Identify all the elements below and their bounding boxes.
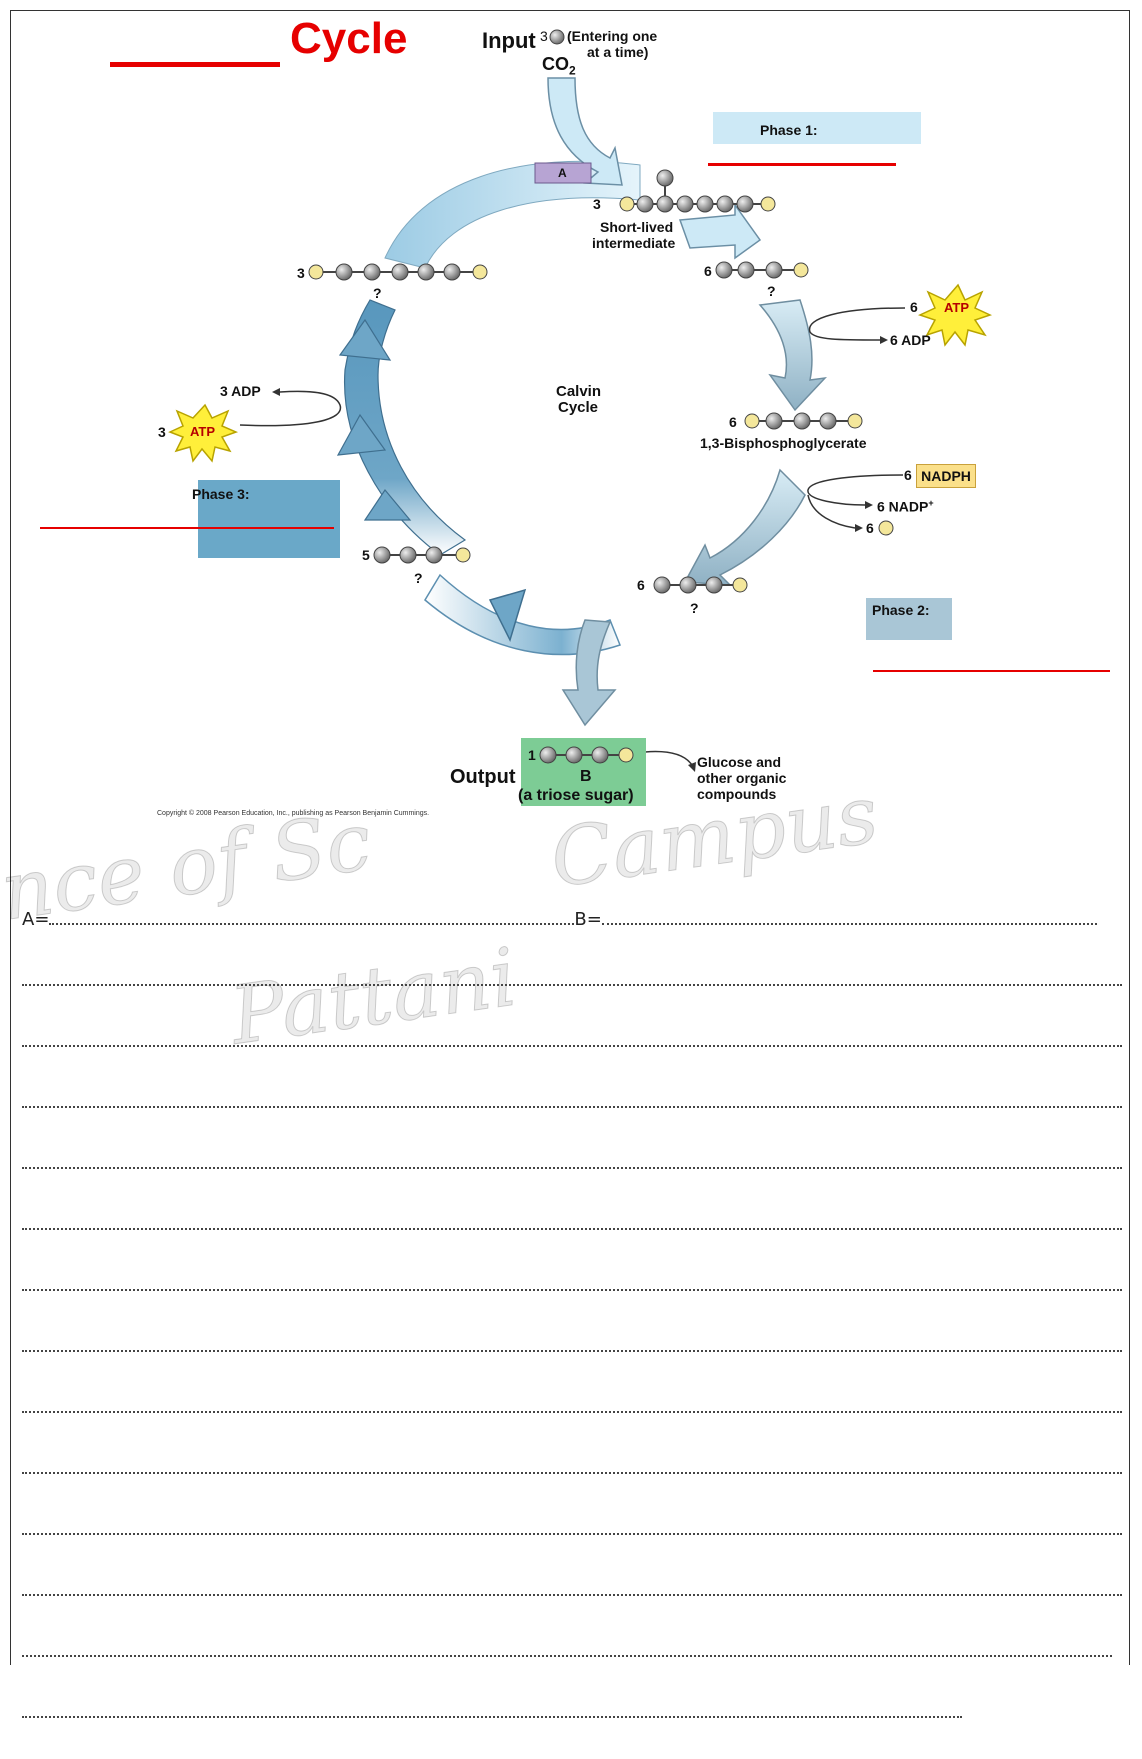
answer-line[interactable]: [22, 1698, 1122, 1759]
answer-line[interactable]: [22, 1271, 1122, 1332]
answer-line[interactable]: [22, 1454, 1122, 1515]
answer-line[interactable]: [22, 966, 1122, 1027]
answer-line[interactable]: [22, 1576, 1122, 1637]
phase3-label: Phase 3:: [192, 486, 250, 502]
nadp-text: 6 NADP: [877, 499, 928, 515]
bisphospho-count: 6: [729, 414, 737, 430]
glucose-label-3: compounds: [697, 786, 776, 802]
cycle-arrow-phase2a: [760, 300, 825, 410]
adp-left-label: 3 ADP: [220, 383, 261, 399]
answer-b-field[interactable]: [602, 905, 1097, 925]
answer-line[interactable]: [22, 1149, 1122, 1210]
atp-left-label: ATP: [190, 424, 215, 439]
pi-arrow: [808, 495, 855, 528]
input-entering: (Entering one: [567, 28, 657, 44]
answer-line-ab: A= B=: [22, 905, 1122, 966]
nadp-superscript: +: [928, 498, 933, 508]
top-right-count: 3: [593, 196, 601, 212]
copyright-text: Copyright © 2008 Pearson Education, Inc.…: [157, 810, 429, 817]
right-upper-count: 6: [704, 263, 712, 279]
output-label: Output: [450, 766, 516, 789]
molecule-bisphospho: [745, 413, 862, 429]
glucose-label-1: Glucose and: [697, 754, 781, 770]
atp-right-count: 6: [910, 299, 918, 315]
nadph-label: NADPH: [916, 464, 976, 488]
answer-line[interactable]: [22, 1332, 1122, 1393]
phase2-blank: [873, 670, 1110, 672]
atp-right-label: ATP: [944, 300, 969, 315]
output-letter-b: B: [580, 768, 592, 786]
molecule-top-left: [309, 264, 487, 280]
pi-icon: [879, 521, 893, 535]
input-count: 3: [540, 28, 548, 44]
intermediate-arrow: [680, 205, 760, 258]
bisphospho-name: 1,3-Bisphosphoglycerate: [700, 435, 867, 451]
pi-count: 6: [866, 520, 874, 536]
top-left-count: 3: [297, 265, 305, 281]
input-label: Input: [482, 28, 536, 54]
cycle-arrow-phase2b: [685, 470, 805, 585]
phase1-label: Phase 1:: [760, 122, 818, 138]
adp-right-label: 6 ADP: [890, 332, 931, 348]
co2-subscript: 2: [569, 64, 576, 78]
answer-line[interactable]: [22, 1210, 1122, 1271]
short-lived-label-1: Short-lived: [600, 219, 673, 235]
molecule-top-right: [620, 170, 775, 212]
right-upper-unknown: ?: [767, 283, 776, 299]
molecule-right-upper: [716, 262, 808, 278]
nadp-label: 6 NADP+: [877, 498, 934, 515]
output-count: 1: [528, 747, 536, 763]
glucose-label-2: other organic: [697, 770, 786, 786]
answer-area: A= B=: [22, 905, 1122, 1759]
glucose-arrow: [645, 752, 692, 765]
answer-line[interactable]: [22, 1088, 1122, 1149]
co2-text: CO: [542, 54, 569, 74]
answer-a-label: A=: [22, 909, 49, 930]
atp-left-count: 3: [158, 424, 166, 440]
top-left-unknown: ?: [373, 285, 382, 301]
calvin-cycle-label-1: Calvin: [556, 383, 601, 400]
answer-line[interactable]: [22, 1393, 1122, 1454]
enzyme-label-a: A: [558, 166, 567, 180]
bottom-left-unknown: ?: [414, 570, 423, 586]
co2-label: CO2: [542, 54, 576, 78]
phase1-blank: [708, 163, 896, 166]
molecule-bottom-left: [374, 547, 470, 563]
answer-line[interactable]: [22, 1027, 1122, 1088]
phase3-blank: [40, 527, 334, 529]
phase2-label: Phase 2:: [872, 602, 930, 618]
bottom-left-count: 5: [362, 547, 370, 563]
short-lived-label-2: intermediate: [592, 235, 675, 251]
calvin-cycle-label-2: Cycle: [558, 399, 598, 416]
bottom-right-unknown: ?: [690, 600, 699, 616]
answer-a-field[interactable]: [49, 905, 574, 925]
output-desc: (a triose sugar): [518, 787, 634, 805]
answer-line[interactable]: [22, 1515, 1122, 1576]
nadph-count: 6: [904, 467, 912, 483]
co2-molecule-icon: [550, 30, 564, 44]
input-entering-2: at a time): [587, 44, 648, 60]
answer-b-label: B=: [574, 909, 601, 930]
bottom-right-count: 6: [637, 577, 645, 593]
